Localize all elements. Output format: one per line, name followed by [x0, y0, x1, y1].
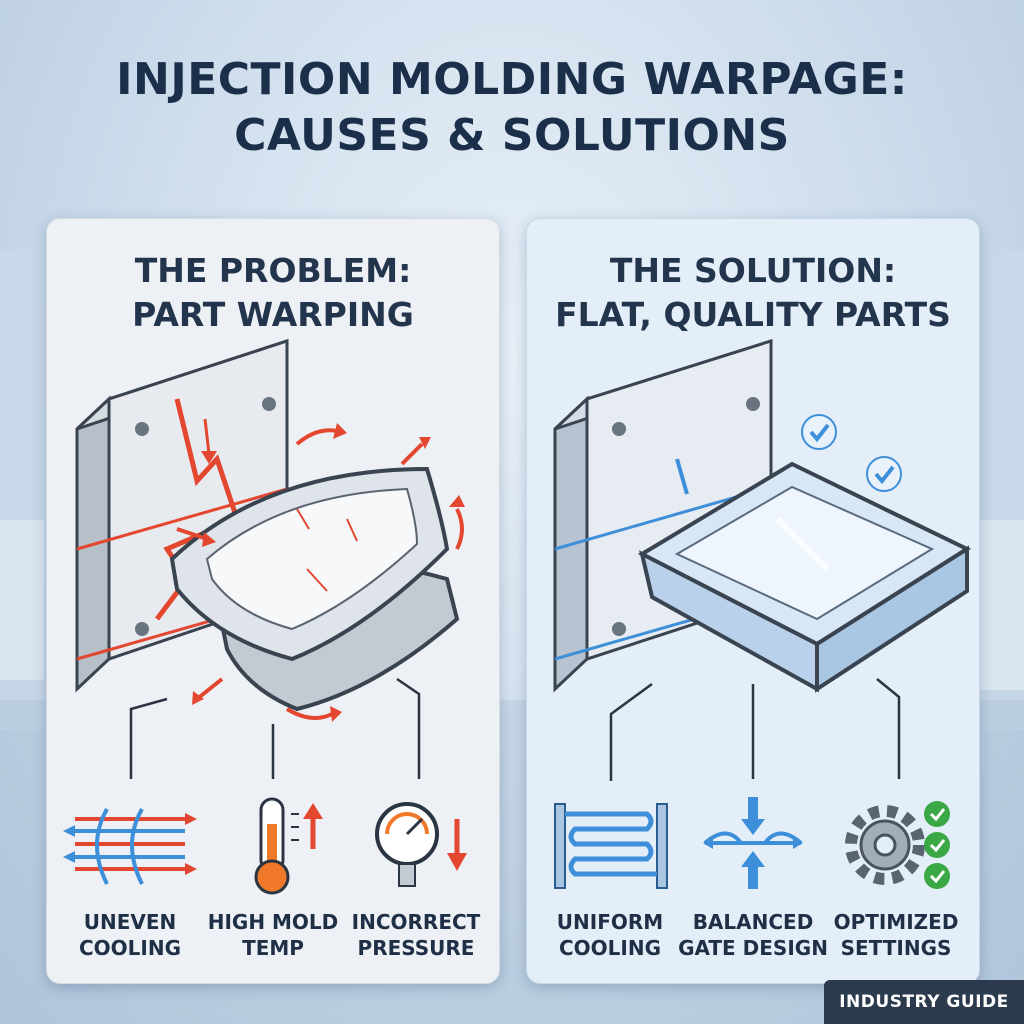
- balanced-gate-icon: [703, 797, 803, 889]
- solution-title-line1: THE SOLUTION:: [609, 251, 897, 290]
- thermometer-icon: [254, 797, 323, 895]
- warping-arrowheads: [192, 423, 465, 722]
- solution-label-optimized-settings: OPTIMIZED SETTINGS: [821, 909, 971, 961]
- solution-label-line2: SETTINGS: [840, 936, 952, 960]
- solution-title-line2: FLAT, QUALITY PARTS: [555, 295, 951, 334]
- cause-label-uneven-cooling: UNEVEN COOLING: [55, 909, 205, 961]
- cause-label-high-mold-temp: HIGH MOLD TEMP: [198, 909, 348, 961]
- solution-label-line1: BALANCED: [692, 910, 814, 934]
- solution-label-line1: OPTIMIZED: [833, 910, 959, 934]
- problem-title-line1: THE PROBLEM:: [134, 251, 412, 290]
- cause-label-line1: HIGH MOLD: [207, 910, 339, 934]
- problem-panel: THE PROBLEM: PART WARPING: [46, 218, 500, 984]
- cause-label-line2: TEMP: [242, 936, 304, 960]
- problem-illustration: [63, 338, 467, 895]
- main-title-line2: CAUSES & SOLUTIONS: [234, 110, 790, 161]
- cause-label-line1: INCORRECT: [351, 910, 481, 934]
- solution-label-line1: UNIFORM: [556, 910, 664, 934]
- cause-label-incorrect-pressure: INCORRECT PRESSURE: [341, 909, 491, 961]
- cause-label-line2: PRESSURE: [357, 936, 475, 960]
- solution-label-line2: GATE DESIGN: [678, 936, 828, 960]
- main-title-line1: INJECTION MOLDING WARPAGE:: [116, 54, 908, 105]
- cooling-channel-icon: [554, 803, 668, 889]
- solution-label-uniform-cooling: UNIFORM COOLING: [535, 909, 685, 961]
- warping-arrows: [176, 428, 464, 720]
- cause-pointer-lines: [129, 677, 421, 779]
- solution-panel: THE SOLUTION: FLAT, QUALITY PARTS: [526, 218, 980, 984]
- solution-pointer-lines: [609, 678, 901, 781]
- cause-label-line1: UNEVEN: [83, 910, 177, 934]
- cause-label-line2: COOLING: [78, 936, 182, 960]
- problem-title-line2: PART WARPING: [132, 295, 414, 334]
- flat-tray: [637, 461, 972, 693]
- warped-tray-upper: [169, 466, 450, 662]
- solution-illustration: [553, 338, 972, 889]
- main-title: INJECTION MOLDING WARPAGE: CAUSES & SOLU…: [0, 52, 1024, 164]
- solution-label-balanced-gate-design: BALANCED GATE DESIGN: [678, 909, 828, 961]
- solution-panel-title: THE SOLUTION: FLAT, QUALITY PARTS: [527, 249, 979, 337]
- crossing-arrows-icon: [63, 808, 197, 885]
- pressure-gauge-icon: [375, 802, 467, 887]
- solution-label-line2: COOLING: [558, 936, 662, 960]
- problem-panel-title: THE PROBLEM: PART WARPING: [47, 249, 499, 337]
- gear-check-icon: [845, 801, 950, 889]
- check-badge-icon: [866, 456, 902, 492]
- check-badge-icon: [801, 414, 837, 450]
- industry-guide-badge: INDUSTRY GUIDE: [824, 980, 1024, 1024]
